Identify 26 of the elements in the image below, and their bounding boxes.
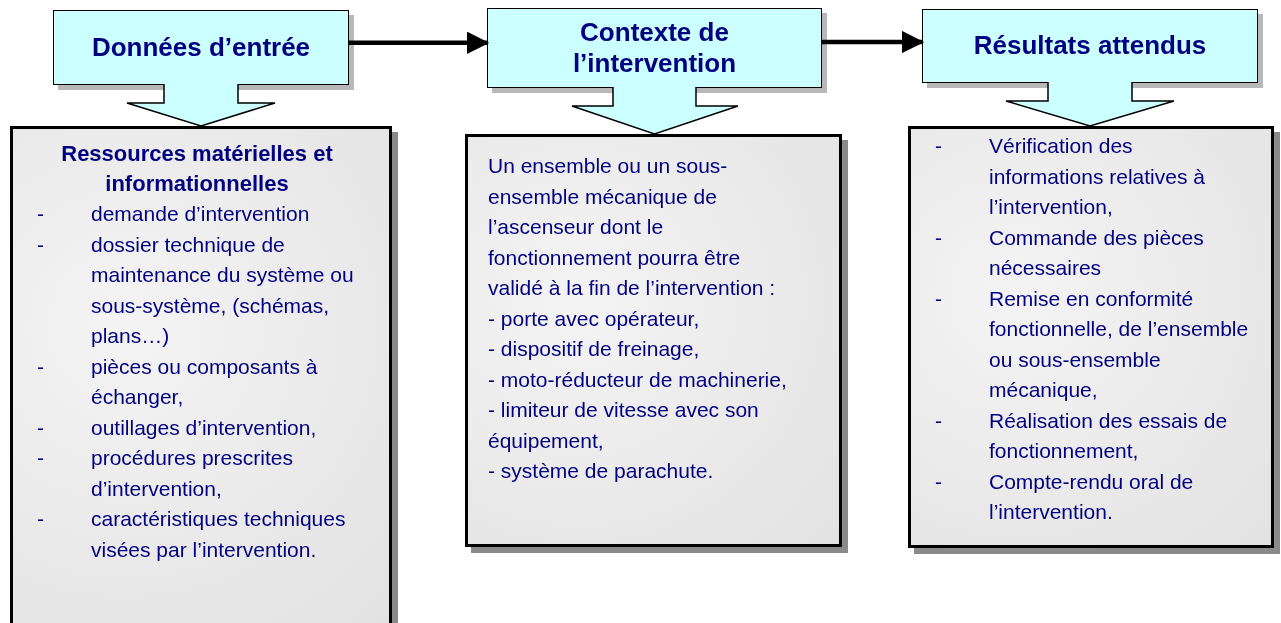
callout-arrow	[126, 83, 276, 127]
list-item: - Compte-rendu oral de l’intervention.	[934, 468, 1195, 525]
list-item: - moto-réducteur de machinerie,	[488, 366, 788, 393]
list-item: - Commande des pièces nécessaires	[934, 224, 1205, 281]
list-item: - demande d’intervention	[36, 201, 311, 227]
list-item: - caractéristiques techniques visées par l’intervention.	[36, 506, 347, 563]
arrow	[822, 30, 925, 54]
callout-arrow	[1005, 81, 1175, 127]
list-item: - dossier technique de maintenance du système ou sous-système, (schémas, plans…)	[36, 231, 355, 349]
box-heading: Ressources matérielles et informationnelles	[60, 140, 334, 198]
list-item: - Vérification des informations relatives à l’intervention,	[934, 133, 1206, 220]
list-item: - dispositif de freinage,	[488, 336, 701, 362]
list-item: - pièces ou composants à échanger,	[36, 353, 319, 410]
list-item: - procédures prescrites d’intervention,	[36, 445, 294, 502]
list-item: - outillages d’intervention,	[36, 414, 318, 441]
callout-arrow	[571, 86, 739, 135]
callout-title: Résultats attendus	[973, 30, 1207, 62]
callout-title: Données d’entrée	[91, 31, 311, 64]
list-item: - limiteur de vitesse avec son équipement,	[488, 397, 760, 454]
arrow	[349, 31, 490, 54]
list-item: - Réalisation des essais de fonctionnement,	[934, 407, 1229, 464]
list-item: - Remise en conformité fonctionnelle, de l’ensemble ou sous-ensemble mécanique,	[934, 285, 1250, 403]
list-item: - porte avec opérateur,	[488, 305, 701, 332]
callout-title: Contexte de l’intervention	[571, 16, 738, 80]
paragraph: Un ensemble ou un sous-ensemble mécanique de l’ascenseur dont le fonctionnement pourra être validé à la fin de l’intervention :	[488, 153, 777, 301]
list-item: - système de parachute.	[488, 458, 715, 484]
